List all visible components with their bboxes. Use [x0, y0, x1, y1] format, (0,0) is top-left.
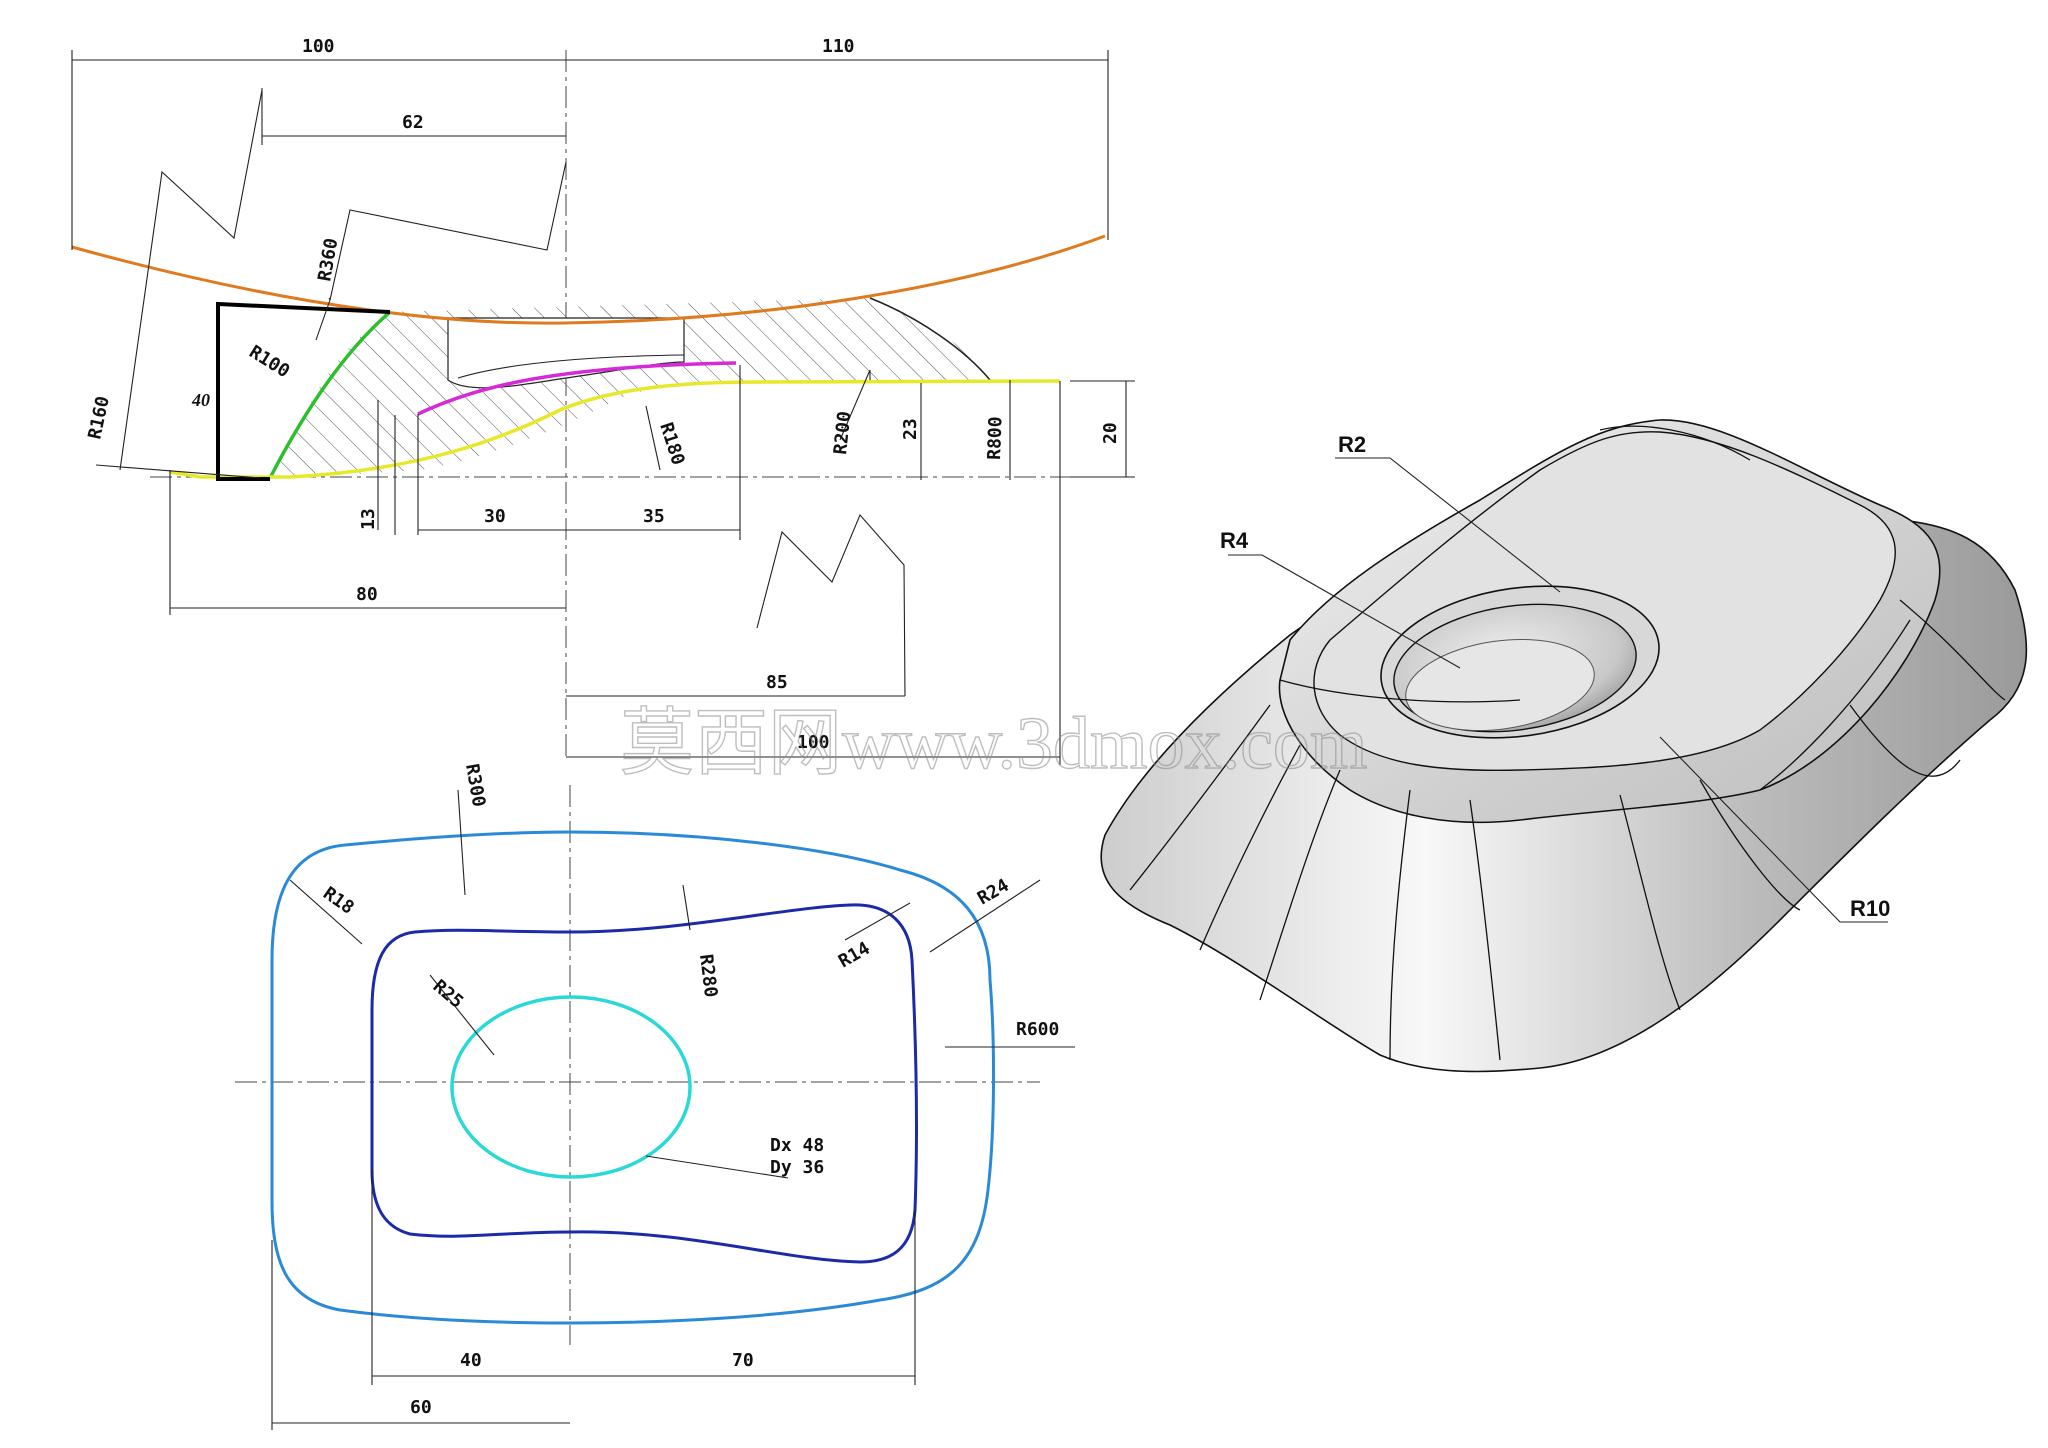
middle-outline: [370, 903, 918, 1264]
section-view: 100 110 62 R360 R100 R160 40 R180 R200 2…: [71, 36, 1135, 765]
dim-r14: R14: [835, 938, 874, 973]
dim-30: 30: [484, 506, 506, 527]
dim-100-top: 100: [302, 36, 335, 57]
dim-40: 40: [191, 390, 210, 410]
dim-dy: Dy 36: [770, 1157, 824, 1178]
section-pocket: [447, 317, 685, 389]
dim-dx: Dx 48: [770, 1135, 824, 1156]
magenta-curve: [417, 361, 737, 416]
dim-r160: R160: [84, 394, 114, 441]
dim-r280: R280: [695, 953, 721, 999]
watermark: 莫西网www.3dmox.com: [620, 703, 1367, 785]
section-dimension-lines: [71, 50, 1135, 765]
green-curve-r100: [268, 310, 392, 479]
section-outer-profile-right: [869, 297, 991, 381]
dim-70: 70: [732, 1350, 754, 1371]
section-pocket-inner-line: [457, 354, 685, 379]
dim-r100: R100: [245, 341, 293, 382]
dim-35: 35: [643, 506, 665, 527]
iso-label-r10: R10: [1850, 896, 1890, 921]
plan-view: R300 R18 R24 R14 R280 R25 R600 Dx 48 Dy …: [235, 762, 1075, 1430]
iso-label-r4: R4: [1220, 528, 1249, 553]
dim-r200: R200: [830, 410, 855, 455]
dim-110: 110: [822, 36, 855, 57]
dim-r24: R24: [974, 875, 1013, 910]
dim-60: 60: [410, 1397, 432, 1418]
dim-r600: R600: [1016, 1019, 1059, 1040]
end-face: [216, 301, 391, 481]
dim-13: 13: [358, 508, 379, 530]
dim-100-bottom: 100: [797, 732, 830, 753]
iso-leaders: [1228, 457, 1888, 923]
outer-outline: [270, 830, 996, 1325]
plan-dimension-lines: [271, 789, 1075, 1430]
dim-80: 80: [356, 584, 378, 605]
dim-r800: R800: [984, 416, 1007, 460]
dim-r360: R360: [314, 237, 342, 283]
iso-surface-lines: [1129, 425, 2006, 1061]
dim-20: 20: [1100, 422, 1121, 444]
iso-cup-floor: [1405, 638, 1595, 732]
dim-23: 23: [900, 418, 921, 440]
iso-view: R2 R4 R10: [1100, 419, 2028, 1073]
dim-85: 85: [766, 672, 788, 693]
dim-62: 62: [402, 112, 424, 133]
yellow-curve-lower: [169, 379, 1061, 479]
dim-40-plan: 40: [460, 1350, 482, 1371]
orange-curve-r360: [71, 234, 1106, 325]
dim-r180: R180: [655, 420, 688, 468]
inner-ellipse: [450, 995, 692, 1179]
iso-label-r2: R2: [1338, 432, 1366, 457]
dim-r18: R18: [319, 883, 358, 919]
dim-r300: R300: [461, 762, 489, 808]
